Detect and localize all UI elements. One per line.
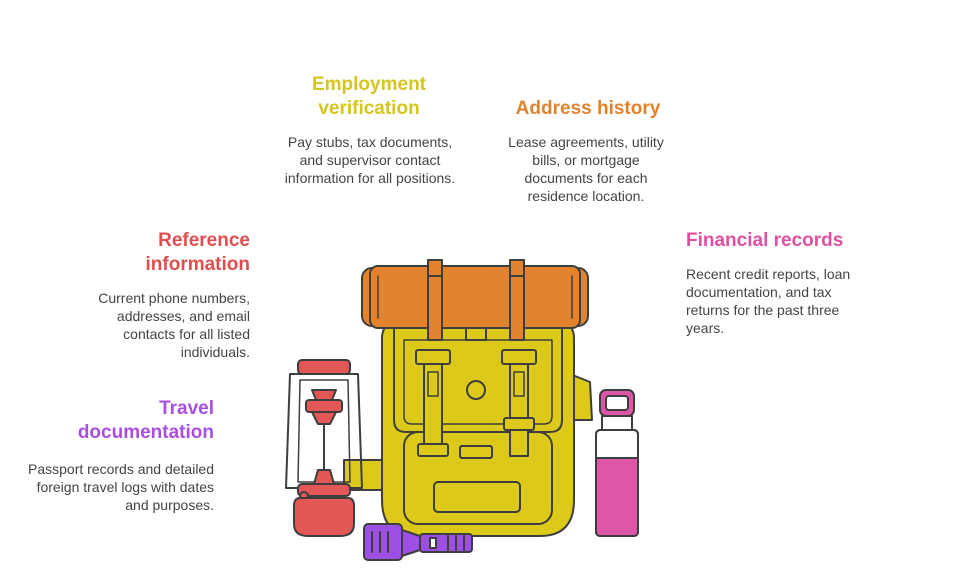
- employment-desc: Pay stubs, tax documents, and supervisor…: [284, 134, 456, 186]
- lantern-icon: [285, 359, 363, 537]
- bedroll-strap-left: [427, 259, 443, 341]
- front-pocket-label: [433, 481, 521, 513]
- right-strap: [509, 363, 529, 457]
- travel-desc: Passport records and detailed foreign tr…: [28, 461, 214, 513]
- travel-title: Travel documentation: [77, 398, 214, 443]
- flap-button: [466, 380, 486, 400]
- bottle-icon: [595, 389, 639, 537]
- financial-title: Financial records: [686, 230, 844, 251]
- bedroll-strap-right: [509, 259, 525, 341]
- reference-desc: Current phone numbers, addresses, and em…: [98, 290, 250, 360]
- address-title: Address history: [515, 98, 661, 119]
- employment-title: Employment verification: [311, 74, 427, 119]
- address-desc: Lease agreements, utility bills, or mort…: [508, 134, 664, 204]
- left-strap: [423, 363, 443, 457]
- reference-title: Reference information: [145, 230, 251, 275]
- flashlight-icon: [363, 523, 473, 561]
- financial-desc: Recent credit reports, loan documentatio…: [686, 266, 851, 336]
